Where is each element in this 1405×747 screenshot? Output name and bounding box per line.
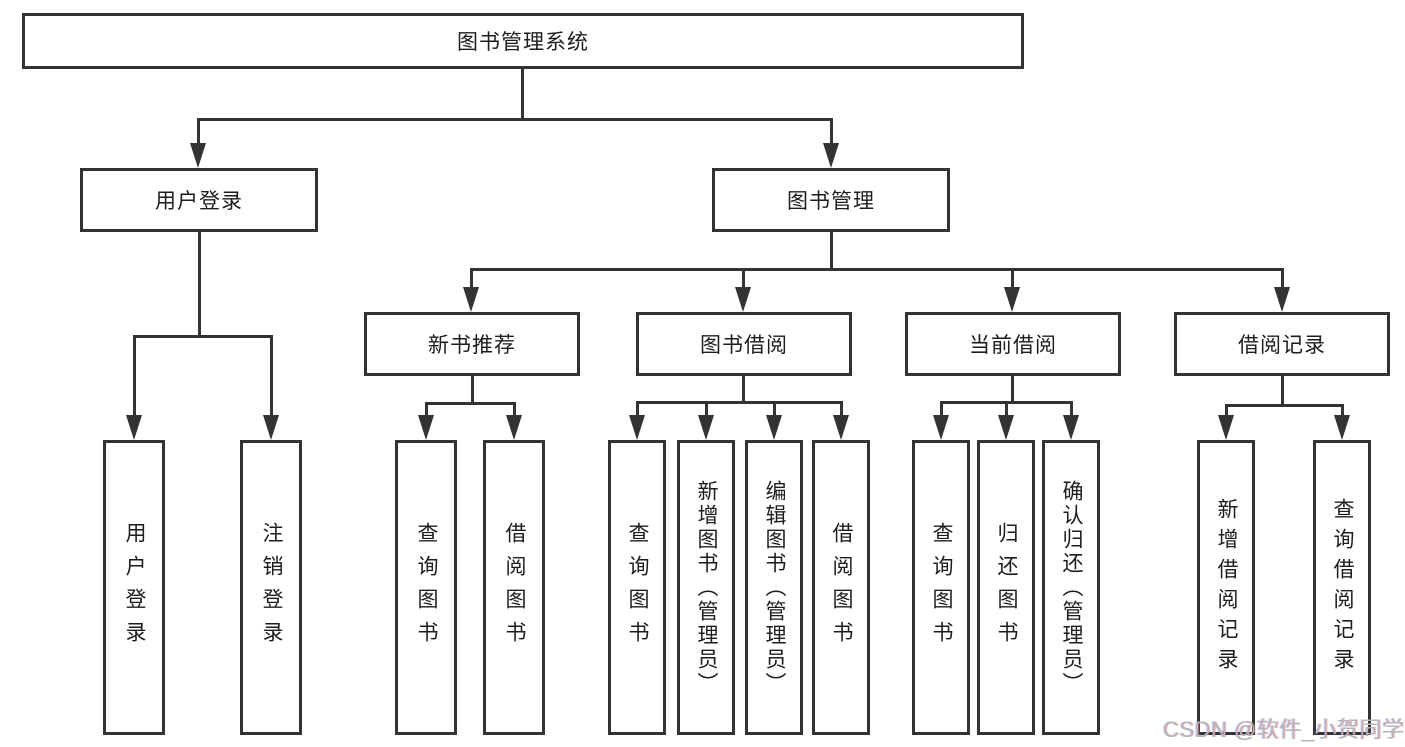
node-new-book-recommend: 新书推荐: [364, 312, 580, 376]
node-book-management: 图书管理: [712, 168, 950, 232]
connector-line: [470, 268, 1284, 271]
arrowhead: [418, 415, 434, 440]
leaf-add-borrow-record: 新增借阅记录: [1197, 440, 1255, 735]
connector-line: [940, 401, 943, 417]
arrowhead: [698, 415, 714, 440]
leaf-borrow-books: 借阅图书: [812, 440, 870, 735]
arrowhead: [463, 287, 479, 312]
arrowhead: [1218, 415, 1234, 440]
connector-line: [742, 376, 745, 404]
connector-line: [197, 118, 200, 146]
leaf-edit-books-admin: 编辑图书（管理员）: [745, 440, 803, 735]
arrowhead: [126, 415, 142, 440]
connector-line: [521, 69, 524, 120]
arrowhead: [833, 415, 849, 440]
connector-line: [471, 376, 474, 405]
arrowhead: [1274, 287, 1290, 312]
leaf-logout: 注销登录: [240, 440, 302, 735]
arrowhead: [933, 415, 949, 440]
arrowhead: [735, 287, 751, 312]
connector-line: [1281, 268, 1284, 290]
node-user-login: 用户登录: [80, 168, 318, 232]
connector-line: [636, 401, 639, 417]
arrowhead: [1334, 415, 1350, 440]
connector-line: [1225, 404, 1228, 417]
leaf-add-books-admin: 新增图书（管理员）: [677, 440, 735, 735]
connector-line: [1070, 401, 1073, 417]
csdn-watermark: CSDN @软件_小贺同学: [1163, 717, 1405, 742]
arrowhead: [998, 415, 1014, 440]
connector-line: [470, 268, 473, 290]
connector-line: [705, 401, 708, 417]
arrowhead: [1063, 415, 1079, 440]
connector-line: [830, 232, 833, 271]
connector-line: [425, 402, 516, 405]
leaf-return-books: 归还图书: [977, 440, 1035, 735]
arrowhead: [823, 143, 839, 168]
arrowhead: [1004, 287, 1020, 312]
connector-line: [270, 335, 273, 417]
node-borrow-records: 借阅记录: [1174, 312, 1390, 376]
connector-line: [830, 118, 833, 146]
arrowhead: [506, 415, 522, 440]
connector-line: [513, 402, 516, 417]
leaf-query-books-recommend: 查询图书: [395, 440, 457, 735]
leaf-confirm-return-admin: 确认归还（管理员）: [1042, 440, 1100, 735]
leaf-query-books-current: 查询图书: [912, 440, 970, 735]
connector-line: [425, 402, 428, 417]
connector-line: [840, 401, 843, 417]
connector-line: [1011, 268, 1014, 290]
leaf-query-books-borrowing: 查询图书: [608, 440, 666, 735]
node-book-borrowing: 图书借阅: [636, 312, 852, 376]
arrowhead: [629, 415, 645, 440]
leaf-borrow-books-recommend: 借阅图书: [483, 440, 545, 735]
connector-line: [1005, 401, 1008, 417]
connector-line: [1281, 376, 1284, 407]
leaf-user-login: 用户登录: [103, 440, 165, 735]
connector-line: [197, 118, 833, 121]
arrowhead: [263, 415, 279, 440]
connector-line: [133, 335, 136, 417]
connector-line: [773, 401, 776, 417]
connector-line: [1341, 404, 1344, 417]
arrowhead: [190, 143, 206, 168]
connector-line: [636, 401, 843, 404]
node-current-borrowing: 当前借阅: [905, 312, 1121, 376]
leaf-query-borrow-record: 查询借阅记录: [1313, 440, 1371, 735]
connector-line: [1225, 404, 1344, 407]
arrowhead: [766, 415, 782, 440]
connector-line: [133, 335, 273, 338]
connector-line: [1011, 376, 1014, 404]
connector-line: [198, 232, 201, 338]
node-root: 图书管理系统: [22, 13, 1024, 69]
connector-line: [742, 268, 745, 290]
